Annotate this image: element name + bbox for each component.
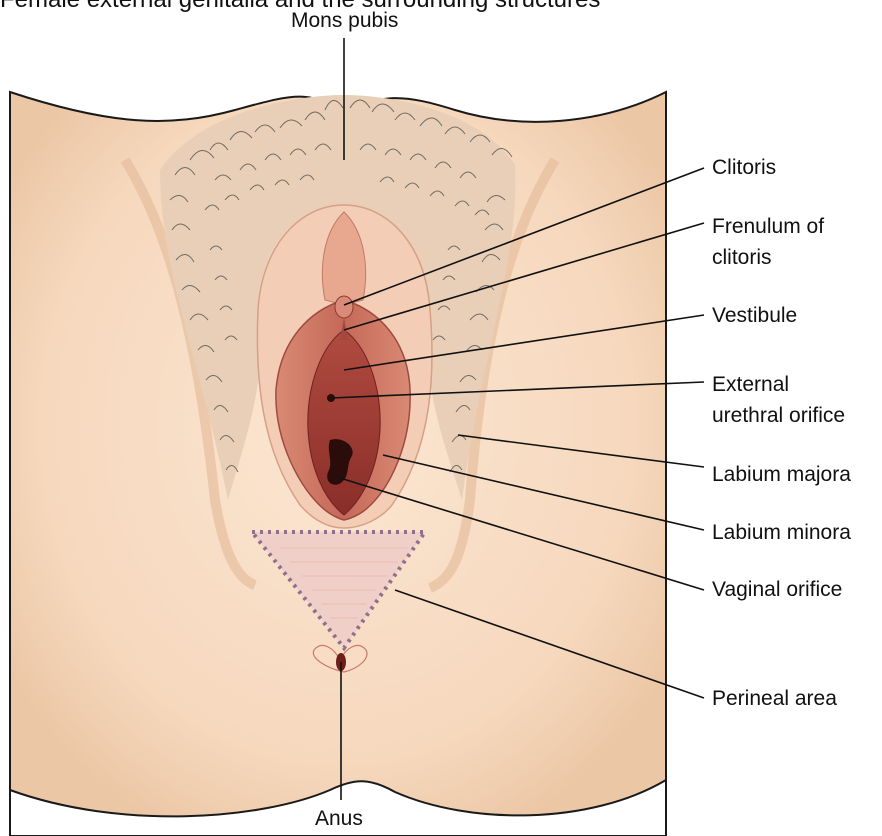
frenulum [340, 318, 348, 340]
label-urethral-line2: urethral orifice [712, 404, 846, 427]
leader-clitoris [343, 167, 705, 306]
hair-strokes [169, 99, 513, 473]
cropped-caption: Female external genitalia and the surrou… [0, 0, 600, 14]
label-vestibule: Vestibule [712, 304, 798, 327]
label-clitoris: Clitoris [712, 156, 777, 179]
label-vaginal-orifice: Vaginal orifice [712, 578, 843, 601]
label-labium-majora: Labium majora [712, 463, 851, 486]
label-anus: Anus [315, 807, 363, 830]
vaginal-orifice [327, 439, 353, 485]
perineal-texture [280, 547, 408, 619]
label-urethral-line1: External [712, 373, 790, 396]
buttocks-crease [9, 778, 667, 836]
label-frenulum-line1: Frenulum of [712, 215, 825, 238]
left-thigh-fold [120, 157, 257, 590]
label-labium-minora: Labium minora [712, 521, 851, 544]
leader-vestibule [343, 314, 705, 371]
label-frenulum-line2: clitoris [712, 246, 772, 269]
leader-frenulum [343, 222, 705, 331]
leader-lines [330, 38, 705, 800]
label-mons-pubis: Mons pubis [291, 9, 399, 32]
leader-vaginal [339, 477, 705, 591]
pubic-hair-region [160, 95, 516, 500]
clitoris-glans [334, 295, 354, 319]
leader-labium-minora [382, 454, 705, 531]
leader-perineal [394, 589, 705, 699]
label-perineal-area: Perineal area [712, 687, 837, 710]
vestibule-area [307, 329, 381, 516]
right-thigh-fold [427, 157, 560, 593]
leader-labium-majora [457, 434, 705, 468]
leader-urethral [330, 381, 705, 399]
